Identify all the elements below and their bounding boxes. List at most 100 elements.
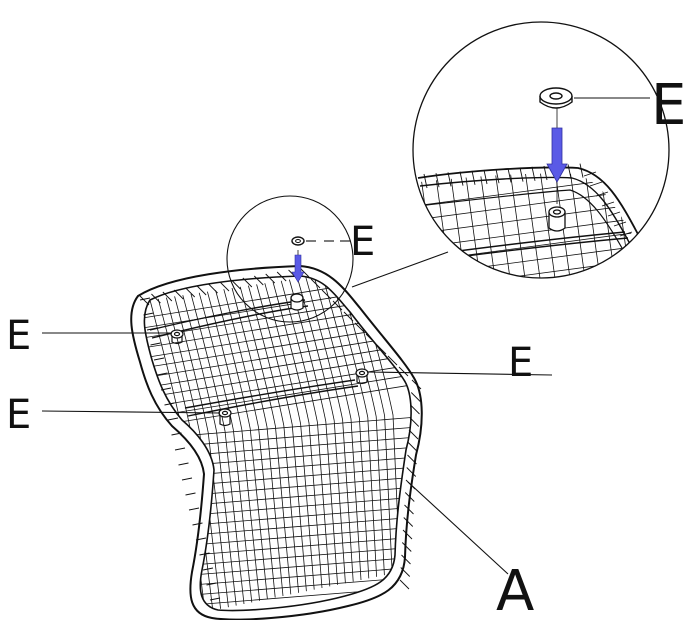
- mesh-line: [410, 392, 421, 402]
- label-e-detail: E: [651, 73, 686, 138]
- mesh-line: [539, 173, 559, 278]
- mesh-line: [167, 417, 179, 421]
- mesh-line: [188, 507, 200, 511]
- mounting-boss-rear-right: [290, 293, 304, 311]
- mesh-line: [409, 417, 420, 427]
- mesh-line: [459, 171, 464, 186]
- mesh-line: [178, 462, 189, 466]
- label-e-front-left: E: [6, 392, 31, 438]
- mounting-boss-rear-left: [170, 329, 184, 345]
- mesh-curve: [144, 426, 412, 451]
- mesh-curve: [338, 276, 385, 576]
- mesh-line: [531, 166, 536, 181]
- mesh-line: [387, 355, 398, 366]
- insert-arrow-small: [291, 250, 305, 283]
- mesh-line: [583, 171, 597, 177]
- mesh-line: [185, 492, 196, 496]
- mesh-curve: [144, 446, 412, 471]
- label-e-front-right: E: [508, 340, 533, 386]
- mesh-line: [449, 173, 469, 278]
- mesh-line: [195, 537, 207, 541]
- mesh-line: [192, 522, 203, 526]
- mesh-line: [524, 173, 544, 278]
- mesh-line: [401, 542, 412, 552]
- mesh-line: [354, 322, 365, 333]
- mesh-line: [150, 342, 161, 346]
- mesh-line: [404, 504, 414, 515]
- mesh-curve: [182, 295, 237, 606]
- mesh-line: [613, 221, 627, 227]
- mesh-curve: [330, 276, 377, 577]
- mesh-line: [185, 287, 196, 298]
- mesh-line: [199, 552, 210, 556]
- mesh-line: [415, 288, 640, 318]
- seat-inner-rim: [143, 275, 412, 612]
- mesh-line: [181, 477, 193, 481]
- insert-arrow-detail: [546, 127, 568, 183]
- mesh-line: [276, 271, 287, 282]
- mesh-curve: [354, 276, 401, 573]
- mesh-line: [407, 454, 417, 465]
- mesh-curve: [144, 343, 412, 391]
- mesh-line: [321, 289, 332, 300]
- mesh-curve: [144, 546, 412, 571]
- detail-boss: [548, 206, 566, 232]
- detail-rim-outer: [417, 166, 641, 239]
- mesh-line: [407, 442, 418, 452]
- detail-circle: [412, 21, 670, 279]
- magnify-circle-small: [226, 195, 354, 323]
- mesh-curve: [144, 333, 412, 381]
- mesh-line: [219, 281, 230, 292]
- detail-rim-inner: [419, 176, 631, 245]
- mesh-line: [589, 181, 603, 187]
- detail-connector-line: [351, 251, 449, 288]
- mesh-curve: [280, 280, 331, 587]
- seat-shell: [130, 264, 423, 620]
- mesh-curve: [144, 353, 412, 401]
- mesh-line: [471, 170, 476, 185]
- mesh-curve: [190, 293, 245, 605]
- mesh-curve: [144, 486, 412, 511]
- mesh-line: [411, 379, 422, 390]
- mesh-curve: [144, 466, 412, 491]
- mesh-line: [402, 529, 413, 540]
- mesh-line: [464, 173, 484, 278]
- mesh-line: [579, 163, 584, 178]
- label-e-rear-left: E: [6, 313, 31, 359]
- mesh-line: [483, 169, 488, 185]
- mesh-line: [509, 173, 529, 278]
- mesh-line: [365, 333, 376, 344]
- mesh-line: [173, 289, 184, 300]
- label-e-magnify: E: [350, 219, 375, 265]
- mesh-line: [423, 173, 428, 189]
- mesh-line: [143, 312, 154, 316]
- washer-detail: [539, 87, 573, 109]
- mesh-line: [554, 173, 574, 278]
- mesh-line: [601, 201, 615, 207]
- mesh-curve: [313, 276, 362, 581]
- mesh-curve: [144, 536, 412, 561]
- mesh-line: [401, 554, 411, 565]
- mesh-line: [410, 404, 420, 415]
- mesh-line: [403, 517, 414, 527]
- mesh-line: [160, 387, 172, 391]
- mesh-line: [231, 279, 241, 290]
- leader-lines: [41, 97, 650, 575]
- mesh-line: [174, 447, 186, 451]
- mesh-line: [398, 366, 409, 377]
- mesh-line: [607, 211, 621, 217]
- mesh-curve: [239, 286, 292, 595]
- mesh-line: [196, 285, 207, 296]
- mesh-line: [399, 579, 410, 590]
- mesh-line: [265, 273, 276, 284]
- mesh-line: [447, 172, 452, 187]
- mounting-boss-front-right: [355, 368, 369, 385]
- mesh-line: [299, 267, 310, 278]
- mesh-line: [253, 275, 264, 286]
- mesh-curve: [305, 277, 354, 582]
- mesh-curve: [144, 476, 412, 501]
- mesh-curve: [166, 297, 221, 609]
- mesh-curve: [144, 586, 412, 611]
- seat-outer-rim: [130, 264, 423, 620]
